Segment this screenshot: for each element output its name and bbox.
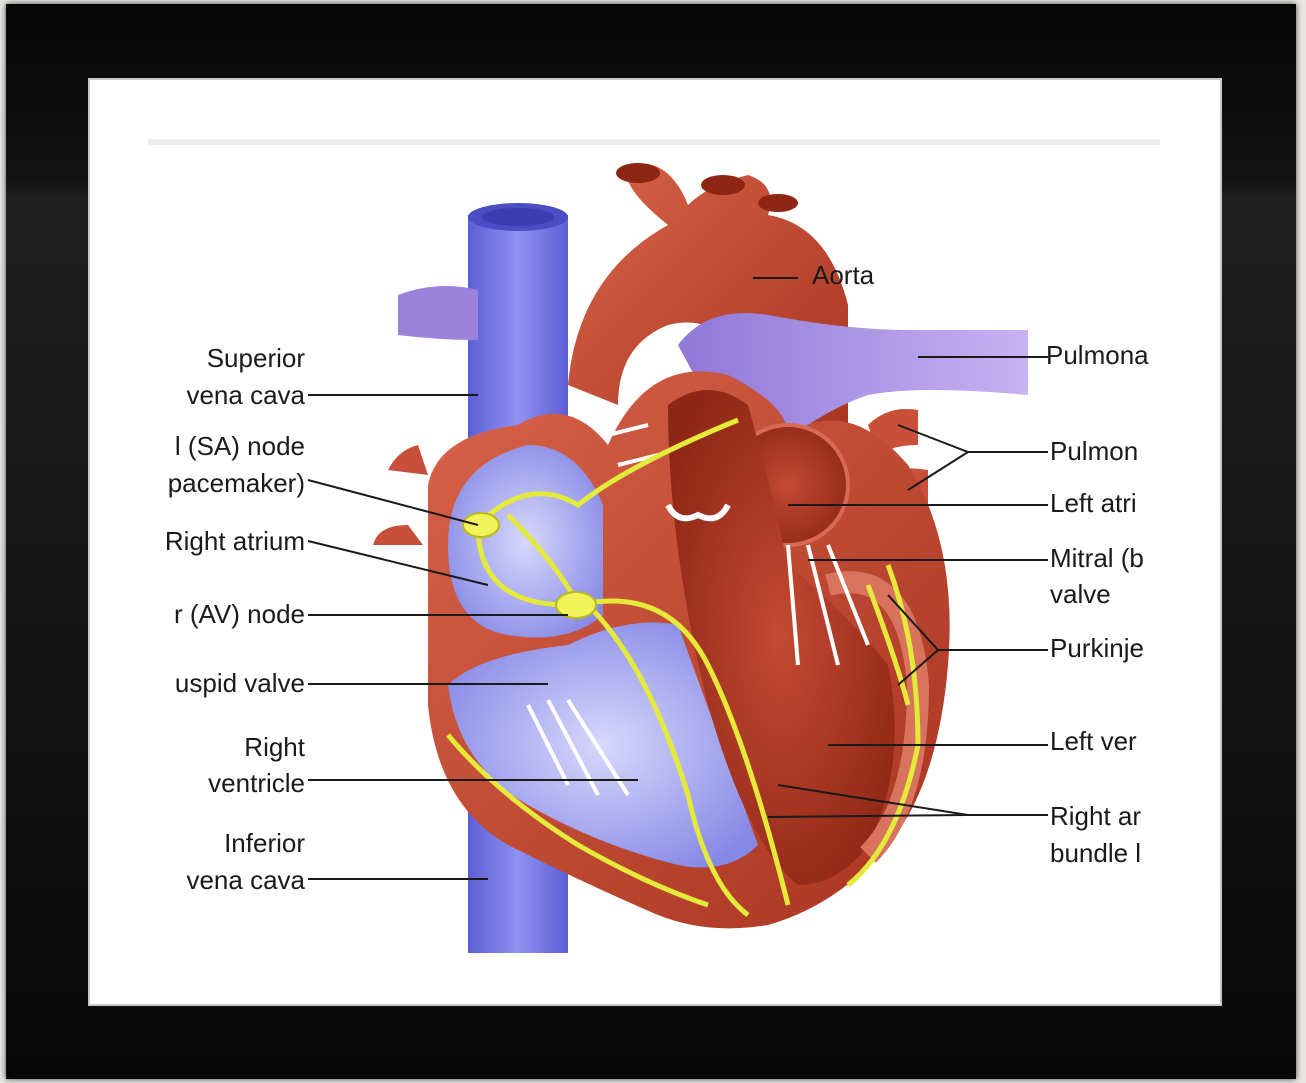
label-pulmonary-artery: Pulmona: [1046, 337, 1149, 373]
label-pulmonary-veins: Pulmon: [1050, 433, 1138, 469]
label-tricuspid-valve: uspid valve: [175, 665, 305, 701]
label-inferior-vena-cava-1: Inferior: [224, 825, 305, 861]
label-right-ventricle-1: Right: [244, 729, 305, 765]
heart-diagram-image: Superior vena cava l (SA) node pacemaker…: [148, 139, 1160, 953]
label-right-ventricle-2: ventricle: [208, 765, 305, 801]
label-left-ventricle: Left ver: [1050, 723, 1137, 759]
label-bundle-branches-1: Right ar: [1050, 798, 1141, 834]
label-sa-node-2: pacemaker): [168, 465, 305, 501]
label-purkinje-fibers: Purkinje: [1050, 630, 1144, 666]
label-bundle-branches-2: bundle l: [1050, 835, 1141, 871]
label-av-node: r (AV) node: [174, 596, 305, 632]
label-aorta: Aorta: [812, 257, 874, 293]
label-left-atrium: Left atri: [1050, 485, 1137, 521]
cropped-caption: [148, 940, 1160, 952]
label-mitral-valve-2: valve: [1050, 576, 1111, 612]
label-inferior-vena-cava-2: vena cava: [186, 862, 305, 898]
label-superior-vena-cava-2: vena cava: [186, 377, 305, 413]
label-right-atrium: Right atrium: [165, 523, 305, 559]
label-mitral-valve-1: Mitral (b: [1050, 540, 1144, 576]
label-sa-node-1: l (SA) node: [175, 428, 305, 464]
label-superior-vena-cava-1: Superior: [207, 340, 305, 376]
